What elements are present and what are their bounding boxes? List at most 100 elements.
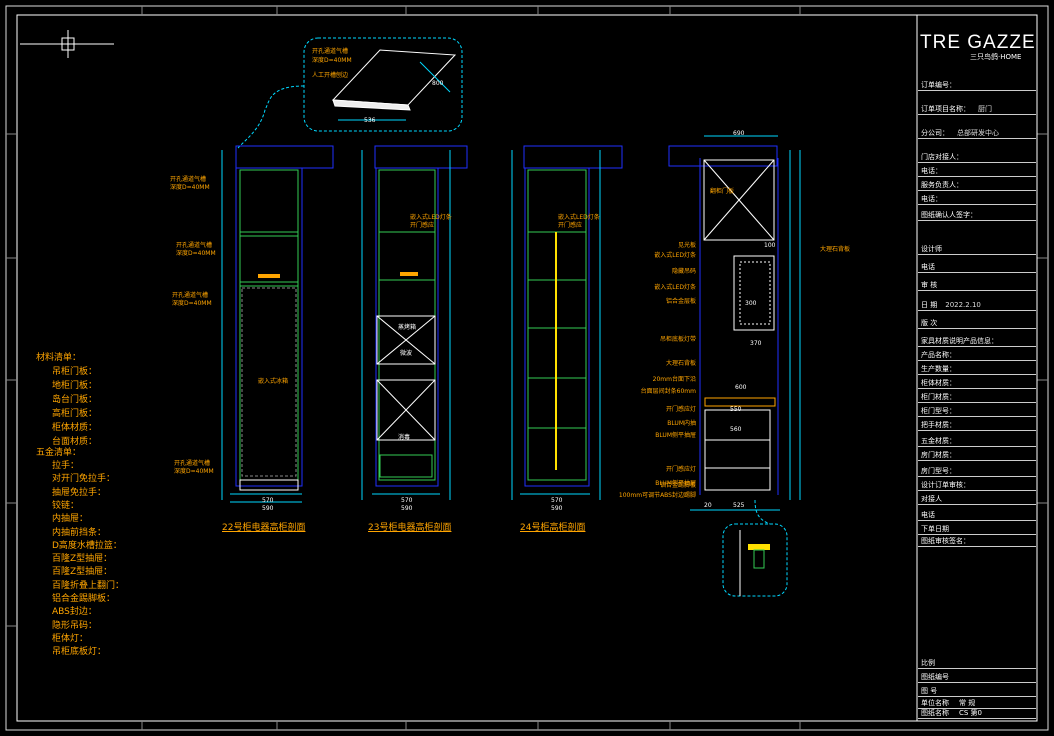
title-block-row: 柜门材质：: [918, 392, 1036, 403]
title-block-row: 服务负责人：: [918, 180, 1036, 191]
side-right-label: 大理石背板: [820, 246, 851, 253]
side-annotation: BLUM内抽: [667, 420, 696, 427]
cab22-width: 570: [262, 497, 274, 504]
side-dimension: 20: [704, 502, 712, 509]
side-annotation: 开门感应灯: [665, 466, 696, 473]
cabinet-22-section: [221, 145, 334, 503]
footer-label: 图纸名称: [921, 709, 949, 717]
title-block-label: 服务负责人：: [921, 181, 963, 189]
title-block-row: 审 核: [918, 280, 1036, 291]
detail-label-1: 开孔通道气槽: [312, 48, 349, 55]
title-block-label: 设计师: [921, 245, 942, 253]
side-dimension: 300: [745, 300, 757, 307]
title-block-row: 生产数量：: [918, 364, 1036, 375]
cabinet-23-section: [361, 145, 468, 500]
side-annotation: BLUM侧平抽屉: [655, 480, 696, 487]
hardware-item: 百隆Z型抽屉：: [52, 554, 113, 565]
brand-subtitle: 三只鸟鸽·HOME: [970, 53, 1022, 61]
cabinet-annotation: 嵌入式LED灯条: [558, 214, 600, 221]
side-annotation: 隐藏吊码: [671, 268, 696, 275]
cabinet-annotation: 开孔通道气槽: [172, 292, 209, 299]
title-block-frame: [916, 14, 1038, 722]
footer-value: CS 第0: [959, 709, 983, 717]
title-block-row: 产品名称：: [918, 350, 1036, 361]
title-block-row: 家具材质说明产品信息：: [918, 336, 1036, 347]
cabinet-annotation: 蒸烤箱: [398, 324, 417, 331]
title-block-row: 柜体材质：: [918, 378, 1036, 389]
title-block-label: 电话：: [921, 167, 942, 175]
title-block-row: 订单项目名称：厨门: [918, 104, 1036, 115]
title-block-row: 图纸确认人签字：: [918, 210, 1036, 221]
title-block-label: 日 期: [921, 301, 938, 309]
cabinet-annotation: 深度D=40MM: [174, 468, 214, 475]
title-block-value: 2022.2.10: [945, 301, 981, 309]
title-block-footer-row: 图纸名称 CS 第0: [918, 708, 1036, 719]
hardware-item: ABS封边：: [52, 607, 97, 618]
footer-value: 常 规: [959, 699, 976, 707]
cabinet-24-section: [511, 145, 623, 500]
ucs-crosshair: [20, 30, 114, 58]
title-block-row: 柜门型号：: [918, 406, 1036, 417]
side-annotation: 吊柜底板灯带: [659, 336, 696, 343]
cabinet-annotation: 深度D=40MM: [176, 250, 216, 257]
hardware-item: 拉手：: [52, 461, 80, 471]
title-block-row: 版 次: [918, 318, 1036, 329]
frame-ticks: [6, 6, 1048, 730]
title-block-footer-row: 单位名称常 规: [918, 698, 1036, 709]
title-block-label: 把手材质：: [921, 421, 956, 429]
hardware-item: 铰链：: [52, 500, 80, 511]
caption-cabinet-22: 22号柜电器高柜剖面: [222, 523, 306, 533]
title-block-label: 电话: [921, 511, 935, 519]
materials-item: 吊柜门板：: [52, 367, 98, 377]
title-block-label: 柜体材质：: [921, 379, 956, 387]
hardware-item: 内抽屉：: [52, 514, 89, 525]
cab22-total: 590: [262, 505, 274, 512]
title-block-label: 分公司：: [921, 129, 949, 137]
title-block-row: 设计师: [918, 244, 1036, 255]
side-annotation: 100mm可调节ABS封边踢脚: [618, 492, 696, 499]
side-dimension: 100: [764, 242, 776, 249]
title-block-label: 下单日期: [921, 525, 949, 533]
title-block-row: 电话: [918, 262, 1036, 273]
cabinet-annotation: 开孔通道气槽: [176, 242, 213, 249]
footer-label: 比例: [921, 659, 935, 667]
title-block-label: 订单项目名称：: [921, 105, 970, 113]
side-section: [668, 135, 801, 597]
detail-dim-2: 800: [432, 80, 444, 87]
materials-item: 岛台门板：: [52, 395, 98, 405]
side-dimension: 370: [750, 340, 762, 347]
materials-item: 柜体材质：: [52, 423, 98, 433]
title-block-row: 电话：: [918, 194, 1036, 205]
hardware-item: 抽屉免拉手：: [52, 487, 107, 498]
caption-cabinet-24: 24号柜高柜剖面: [520, 523, 586, 533]
title-block-label: 生产数量：: [921, 365, 956, 373]
side-dimension: 525: [733, 502, 745, 509]
detail-bubble-top: [237, 37, 463, 149]
caption-cabinet-23: 23号柜电器高柜剖面: [368, 523, 452, 533]
hardware-heading: 五金清单：: [36, 448, 82, 458]
side-dimension: 550: [730, 406, 742, 413]
hardware-item: 对开门免拉手：: [52, 474, 116, 485]
hardware-item: 百隆折叠上翻门：: [52, 580, 125, 591]
cab24-total: 590: [551, 505, 563, 512]
title-block-label: 柜门型号：: [921, 407, 956, 415]
inner-frame: [16, 14, 1038, 722]
title-block-label: 版 次: [921, 319, 938, 327]
materials-heading: 材料清单：: [36, 353, 82, 363]
cabinet-annotation: 开门感应: [558, 222, 583, 229]
brand-logo: TRE GAZZE: [920, 32, 1036, 53]
title-block-label: 审 核: [921, 281, 938, 289]
cab23-total: 590: [401, 505, 413, 512]
title-block-label: 柜门材质：: [921, 393, 956, 401]
title-block-label: 电话: [921, 263, 935, 271]
hardware-item: 百隆Z型抽屉：: [52, 567, 113, 578]
side-annotation: 见光板: [677, 242, 696, 249]
cabinet-annotation: 深度D=40MM: [172, 300, 212, 307]
hardware-item: 吊柜底板灯：: [52, 647, 107, 658]
side-annotation: BLUM侧平抽屉: [655, 432, 696, 439]
hardware-item: 柜体灯：: [52, 633, 89, 644]
side-annotation: 铝合金层板: [665, 298, 696, 305]
title-block-row: 订单编号：: [918, 80, 1036, 91]
title-block-row: 把手材质：: [918, 420, 1036, 431]
side-annotation: 翻柜门板: [709, 188, 734, 195]
